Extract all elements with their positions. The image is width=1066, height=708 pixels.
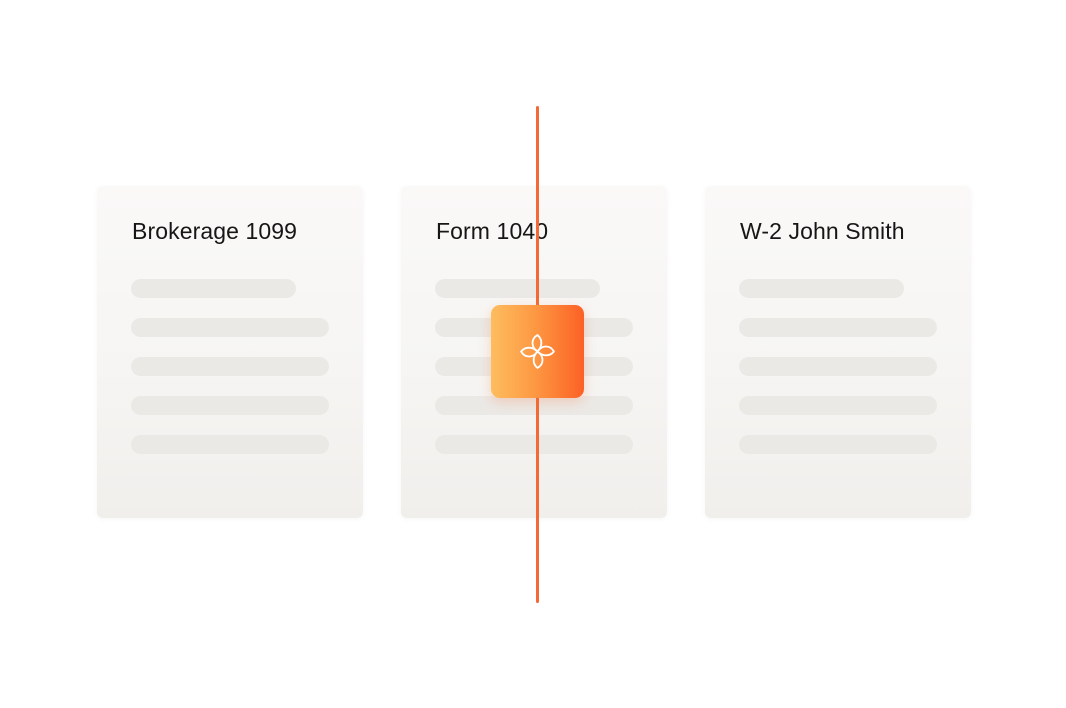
placeholder-line: [131, 435, 329, 454]
document-card-form-1040[interactable]: Form 1040: [401, 186, 667, 518]
document-card-w2-john-smith[interactable]: W-2 John Smith: [705, 186, 971, 518]
placeholder-line: [435, 396, 633, 415]
placeholder-line: [739, 318, 937, 337]
document-placeholder-lines: [131, 279, 329, 474]
placeholder-line: [435, 279, 600, 298]
document-placeholder-lines: [739, 279, 937, 474]
placeholder-line: [739, 396, 937, 415]
placeholder-line: [739, 357, 937, 376]
placeholder-line: [131, 318, 329, 337]
placeholder-line: [739, 279, 904, 298]
placeholder-line: [131, 396, 329, 415]
scanner-badge: [491, 305, 584, 398]
placeholder-line: [739, 435, 937, 454]
placeholder-line: [131, 357, 329, 376]
document-title: Brokerage 1099: [132, 218, 298, 244]
pinwheel-icon: [520, 334, 555, 369]
document-card-brokerage-1099[interactable]: Brokerage 1099: [97, 186, 363, 518]
document-title: W-2 John Smith: [740, 218, 905, 244]
placeholder-line: [435, 435, 633, 454]
document-title: Form 1040: [436, 218, 549, 244]
placeholder-line: [131, 279, 296, 298]
